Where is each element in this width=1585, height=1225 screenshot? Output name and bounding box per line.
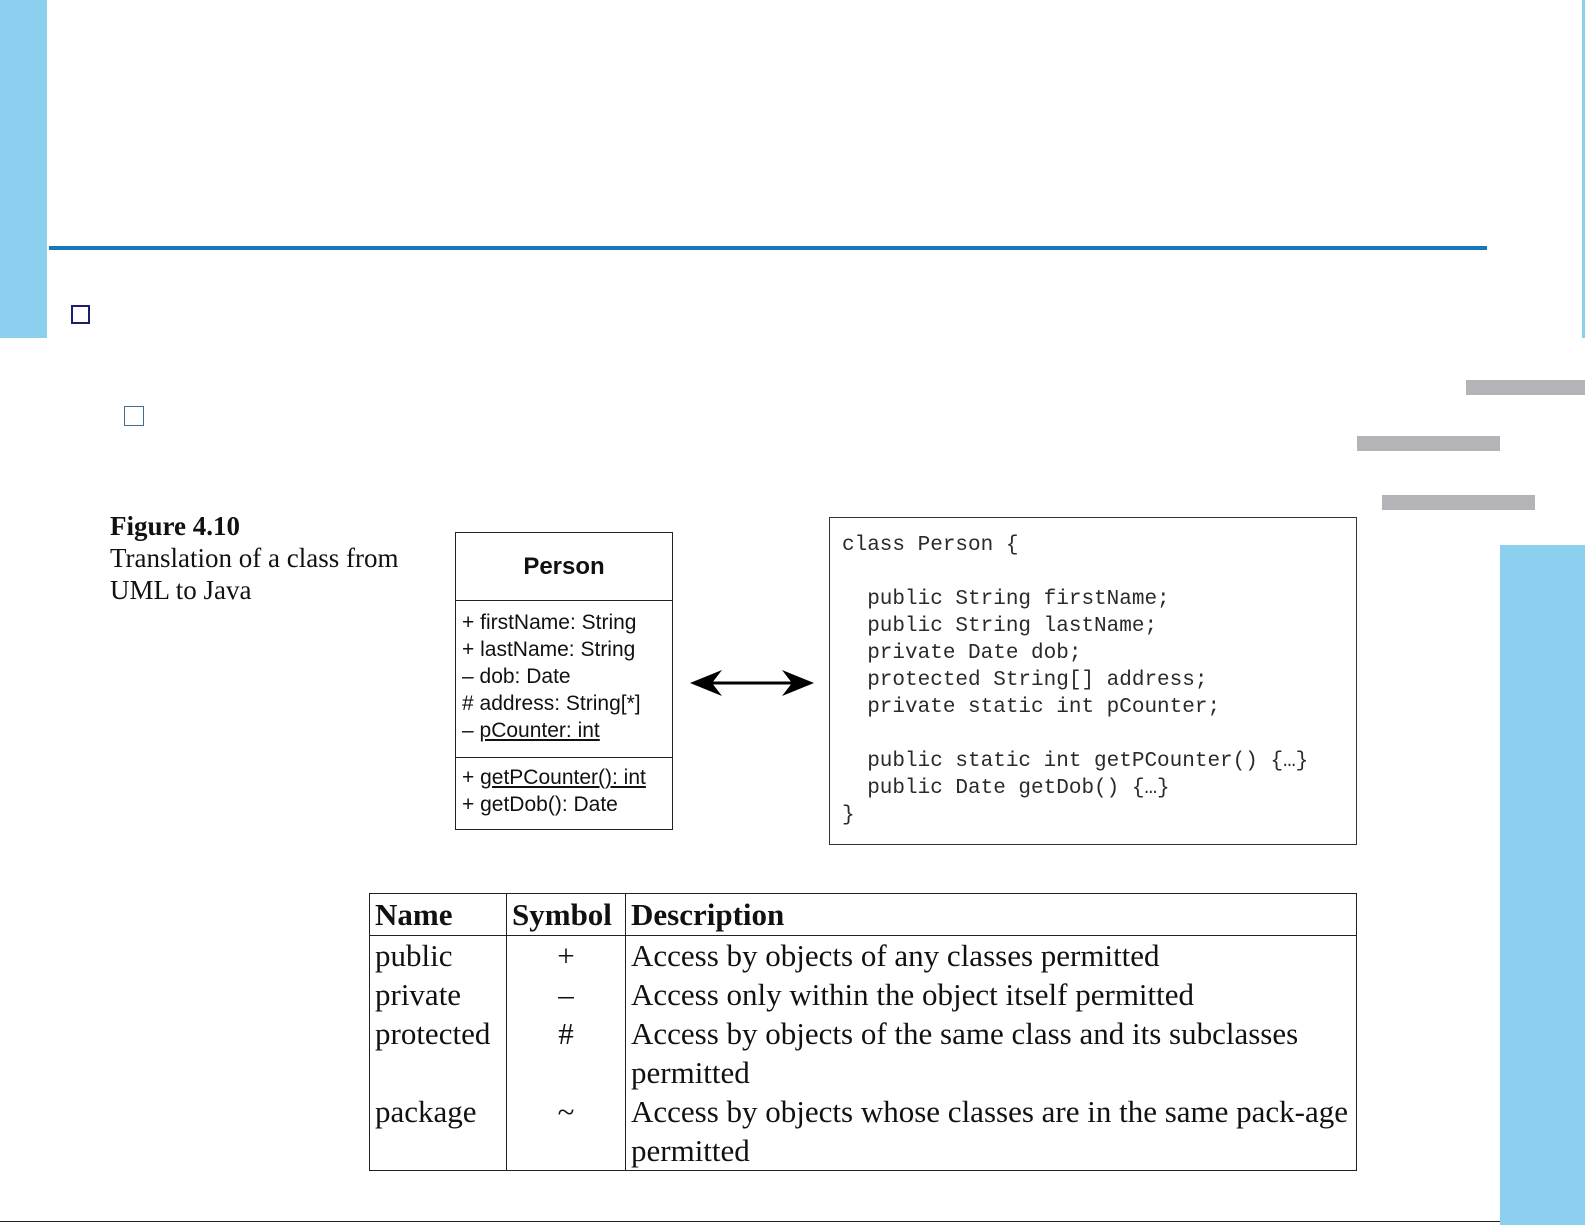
code-line: private static int pCounter; (842, 696, 1221, 719)
table-header: Symbol (506, 893, 626, 936)
code-line: } (842, 804, 855, 827)
java-code: class Person { public String firstName; … (830, 518, 1356, 829)
table-cell-name: package (369, 1092, 507, 1171)
table-row: private–Access only within the object it… (369, 975, 1357, 1014)
code-line (842, 721, 1356, 748)
table-cell-symbol: – (506, 975, 626, 1014)
table-cell-description: Access by objects of any classes permitt… (625, 935, 1357, 975)
code-line: public String firstName; (842, 588, 1170, 611)
table-row: package~Access by objects whose classes … (369, 1092, 1357, 1171)
table-row: public+Access by objects of any classes … (369, 935, 1357, 975)
uml-class-name: Person (456, 533, 672, 601)
placeholder-bar (1466, 380, 1585, 395)
uml-member-text: getPCounter(): int (480, 766, 646, 789)
table-row: protected#Access by objects of the same … (369, 1014, 1357, 1092)
uml-operation: + getDob(): Date (462, 791, 672, 818)
uml-attribute: – pCounter: int (462, 717, 672, 744)
uml-member-text: getDob(): Date (480, 793, 618, 816)
figure-caption: Figure 4.10 Translation of a class from … (110, 510, 430, 606)
placeholder-bar (1382, 495, 1535, 510)
uml-visibility-symbol: + (462, 611, 481, 634)
title-rule (49, 246, 1487, 250)
table-cell-description: Access by objects of the same class and … (625, 1014, 1357, 1092)
left-accent-bar (0, 0, 47, 338)
table-header-row: Name Symbol Description (369, 893, 1357, 936)
code-line: class Person { (842, 534, 1019, 557)
code-line: public static int getPCounter() {…} (842, 750, 1309, 773)
figure-caption-line: Translation of a class from (110, 543, 399, 573)
table-body: public+Access by objects of any classes … (369, 935, 1357, 1171)
uml-attribute: – dob: Date (462, 663, 672, 690)
uml-operation: + getPCounter(): int (462, 764, 672, 791)
double-headed-arrow-icon (690, 670, 814, 696)
placeholder-bar (1357, 436, 1500, 451)
uml-attributes: + firstName: String+ lastName: String– d… (456, 601, 672, 758)
uml-member-text: pCounter: int (479, 719, 600, 742)
uml-attribute: # address: String[*] (462, 690, 672, 717)
figure-title: Figure 4.10 (110, 511, 240, 541)
code-line: public String lastName; (842, 615, 1158, 638)
bottom-rule (0, 1221, 1500, 1222)
right-accent-bar (1500, 545, 1585, 1225)
figure-caption-line: UML to Java (110, 575, 252, 605)
uml-visibility-symbol: – (462, 665, 480, 688)
table-cell-name: private (369, 975, 507, 1014)
code-line: public Date getDob() {…} (842, 777, 1170, 800)
right-edge-accent (1582, 0, 1585, 338)
uml-visibility-symbol: # (462, 692, 480, 715)
table-header: Name (369, 893, 507, 936)
table-cell-symbol: # (506, 1014, 626, 1092)
code-line: protected String[] address; (842, 669, 1208, 692)
uml-visibility-symbol: + (462, 793, 481, 816)
table-cell-name: public (369, 935, 507, 975)
java-code-box: class Person { public String firstName; … (829, 517, 1357, 845)
table-cell-description: Access by objects whose classes are in t… (625, 1092, 1357, 1171)
uml-member-text: dob: Date (479, 665, 571, 688)
uml-class-box: Person + firstName: String+ lastName: St… (455, 532, 673, 830)
table-cell-symbol: ~ (506, 1092, 626, 1171)
table-cell-description: Access only within the object itself per… (625, 975, 1357, 1014)
uml-visibility-symbol: – (462, 719, 480, 742)
uml-attribute: + firstName: String (462, 609, 672, 636)
sub-bullet-square-icon (124, 406, 144, 426)
table-cell-name: protected (369, 1014, 507, 1092)
uml-attribute: + lastName: String (462, 636, 672, 663)
uml-visibility-symbol: + (462, 766, 481, 789)
code-line: private Date dob; (842, 642, 1082, 665)
uml-visibility-symbol: + (462, 638, 481, 661)
uml-member-text: address: String[*] (479, 692, 641, 715)
table-cell-symbol: + (506, 935, 626, 975)
table-header: Description (625, 893, 1357, 936)
uml-member-text: firstName: String (480, 611, 637, 634)
uml-member-text: lastName: String (480, 638, 636, 661)
bullet-square-icon (71, 305, 90, 324)
uml-operations: + getPCounter(): int+ getDob(): Date (456, 758, 672, 818)
code-line (842, 559, 1356, 586)
visibility-table: Name Symbol Description public+Access by… (369, 893, 1357, 1171)
